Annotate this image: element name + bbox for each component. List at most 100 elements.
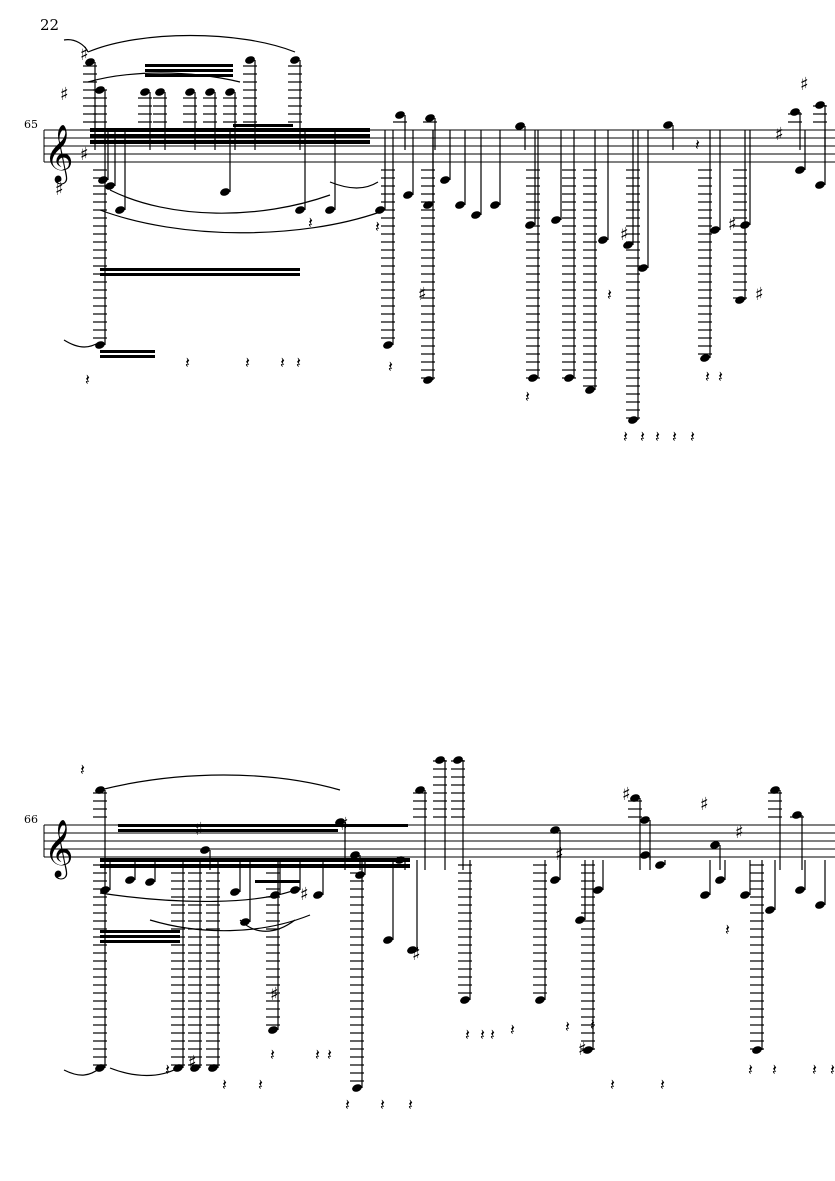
quarter-rest-icon: 𝄽 <box>375 217 380 236</box>
quarter-rest-icon: 𝄽 <box>315 1045 320 1064</box>
notehead <box>395 856 405 864</box>
quarter-rest-icon: 𝄽 <box>812 1060 817 1079</box>
notehead <box>598 236 608 244</box>
quarter-rest-icon: 𝄽 <box>510 1020 515 1039</box>
notehead <box>173 1064 183 1072</box>
notehead <box>245 56 255 64</box>
notehead <box>200 846 210 854</box>
notehead <box>290 56 300 64</box>
sharp-icon: ♯ <box>340 814 349 835</box>
noteheads-2 <box>95 756 825 1092</box>
notehead <box>185 88 195 96</box>
quarter-rest-icon: 𝄽 <box>660 1075 665 1094</box>
notehead <box>623 241 633 249</box>
sharp-icon: ♯ <box>188 1052 197 1073</box>
quarter-rest-icon: 𝄽 <box>690 427 695 446</box>
notehead <box>815 101 825 109</box>
notehead <box>95 1064 105 1072</box>
notehead <box>335 818 345 826</box>
quarter-rest-icon: 𝄽 <box>655 427 660 446</box>
sharp-icon: ♯ <box>755 284 764 305</box>
notehead <box>575 916 585 924</box>
notehead <box>490 201 500 209</box>
notehead <box>230 888 240 896</box>
sharp-icon: ♯ <box>80 44 89 65</box>
notehead <box>95 341 105 349</box>
notehead <box>630 794 640 802</box>
quarter-rest-icon: 𝄽 <box>165 1060 170 1079</box>
notehead <box>655 861 665 869</box>
notehead <box>190 1064 200 1072</box>
notehead <box>268 1026 278 1034</box>
accidentals-2: ♯♯♯♯♯♯♯♯♯♯♯ <box>188 784 744 1073</box>
quarter-rest-icon: 𝄽 <box>80 760 85 779</box>
sharp-icon: ♯ <box>735 822 744 843</box>
sharp-icon: ♯ <box>412 944 421 965</box>
notehead <box>208 1064 218 1072</box>
notehead <box>583 1046 593 1054</box>
notehead <box>525 221 535 229</box>
quarter-rest-icon: 𝄽 <box>695 135 700 154</box>
notehead <box>95 786 105 794</box>
quarter-rest-icon: 𝄽 <box>748 1060 753 1079</box>
notehead <box>700 354 710 362</box>
notehead <box>528 374 538 382</box>
quarter-rest-icon: 𝄽 <box>280 353 285 372</box>
measure-number-65: 65 <box>24 118 38 131</box>
notehead <box>550 826 560 834</box>
notehead <box>735 296 745 304</box>
sharp-icon: ♯ <box>775 124 784 145</box>
quarter-rest-icon: 𝄽 <box>705 367 710 386</box>
quarter-rest-icon: 𝄽 <box>590 1015 595 1034</box>
sharp-icon: ♯ <box>195 819 204 840</box>
notehead <box>115 206 125 214</box>
quarter-rest-icon: 𝄽 <box>830 1060 835 1079</box>
notehead <box>795 886 805 894</box>
sharp-icon: ♯ <box>418 284 427 305</box>
quarter-rest-icon: 𝄽 <box>85 370 90 389</box>
notehead <box>515 122 525 130</box>
notehead <box>638 264 648 272</box>
quarter-rest-icon: 𝄽 <box>480 1025 485 1044</box>
quarter-rest-icon: 𝄽 <box>525 387 530 406</box>
page-number: 22 <box>40 16 60 34</box>
notehead <box>815 901 825 909</box>
quarter-rest-icon: 𝄽 <box>465 1025 470 1044</box>
notehead <box>715 876 725 884</box>
quarter-rest-icon: 𝄽 <box>623 427 628 446</box>
sharp-icon: ♯ <box>620 224 629 245</box>
sharp-icon: ♯ <box>800 74 809 95</box>
notehead <box>407 946 417 954</box>
notehead <box>460 996 470 1004</box>
quarter-rest-icon: 𝄽 <box>327 1045 332 1064</box>
sharp-icon: ♯ <box>700 794 709 815</box>
notehead <box>403 191 413 199</box>
notehead <box>205 88 215 96</box>
treble-clef-icon: 𝄞 <box>44 819 74 880</box>
notehead <box>593 886 603 894</box>
notehead <box>550 876 560 884</box>
sharp-icon: ♯ <box>728 214 737 235</box>
notehead <box>795 166 805 174</box>
notehead <box>815 181 825 189</box>
notehead <box>155 88 165 96</box>
quarter-rest-icon: 𝄽 <box>222 1075 227 1094</box>
quarter-rest-icon: 𝄽 <box>345 1095 350 1114</box>
sharp-icon: ♯ <box>60 84 69 105</box>
notehead <box>471 211 481 219</box>
notehead <box>551 216 561 224</box>
stems-1 <box>94 60 826 420</box>
measure-number-66: 66 <box>24 813 38 826</box>
quarter-rest-icon: 𝄽 <box>245 353 250 372</box>
score-system-1: 𝄞 ♯♯♯♯♯♯♯♯♯♯ 𝄽𝄽𝄽𝄽𝄽𝄽𝄽𝄽𝄽𝄽𝄽𝄽𝄽𝄽𝄽𝄽𝄽𝄽 <box>43 34 835 446</box>
notehead <box>770 786 780 794</box>
noteheads-1 <box>85 56 825 424</box>
notehead <box>220 188 230 196</box>
quarter-rest-icon: 𝄽 <box>308 213 313 232</box>
treble-clef-icon: 𝄞 <box>44 124 74 185</box>
stems-2 <box>104 760 826 1088</box>
rests-2: 𝄽𝄽𝄽𝄽𝄽𝄽𝄽𝄽𝄽𝄽𝄽𝄽𝄽𝄽𝄽𝄽𝄽𝄽𝄽𝄽𝄽𝄽𝄽 <box>80 760 835 1114</box>
notehead <box>640 816 650 824</box>
sharp-icon: ♯ <box>300 884 309 905</box>
notehead <box>270 891 280 899</box>
